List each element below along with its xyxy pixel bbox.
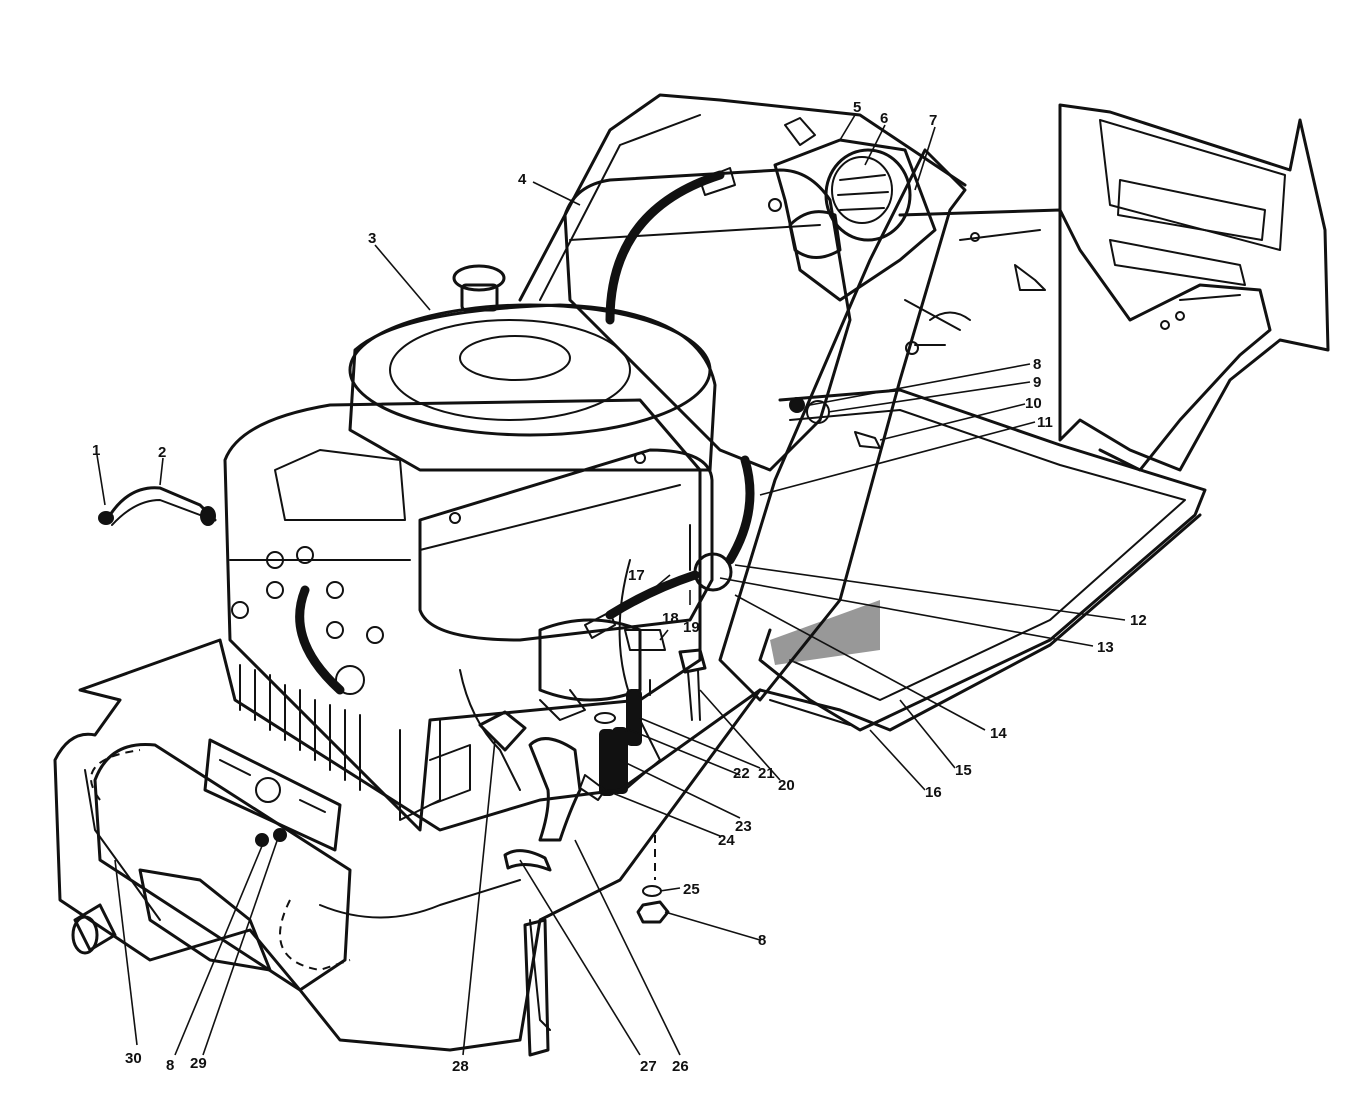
callout-label: 24 xyxy=(718,832,735,849)
callout-label: 19 xyxy=(683,619,700,636)
callout-label: 16 xyxy=(925,784,942,801)
callout-label: 30 xyxy=(125,1050,142,1067)
callout-label: 17 xyxy=(628,567,645,584)
fuel-line xyxy=(584,455,755,639)
callout-label: 3 xyxy=(368,230,376,247)
shaded-area xyxy=(770,600,880,665)
callout-label: 29 xyxy=(190,1055,207,1072)
callout-label: 23 xyxy=(735,818,752,835)
callout-label: 18 xyxy=(662,610,679,627)
callout-label: 8 xyxy=(1033,356,1041,373)
footrest-pan xyxy=(758,388,1207,732)
engine-bracket xyxy=(624,629,707,721)
callout-label: 7 xyxy=(929,112,937,129)
callout-label: 11 xyxy=(1037,414,1053,431)
callout-label: 1 xyxy=(92,442,100,459)
front-nose xyxy=(53,638,762,1057)
callout-label: 2 xyxy=(158,444,166,461)
callout-label: 14 xyxy=(990,725,1007,742)
callout-label: 4 xyxy=(518,171,527,188)
callout-label: 21 xyxy=(758,765,775,782)
dash-panel xyxy=(518,93,967,302)
callout-label: 12 xyxy=(1130,612,1147,629)
callout-label: 27 xyxy=(640,1058,657,1075)
fuel-cap-assembly xyxy=(773,138,937,302)
fuel-tank xyxy=(563,167,852,472)
rear-chassis xyxy=(898,103,1330,472)
callout-label: 10 xyxy=(1025,395,1042,412)
callout-label: 13 xyxy=(1097,639,1114,656)
exhaust-pipe xyxy=(478,710,606,872)
callout-label: 8 xyxy=(758,932,766,949)
callout-label: 26 xyxy=(672,1058,689,1075)
callout-numbers: 1 2 3 4 5 6 7 8 9 10 11 12 13 14 15 16 1… xyxy=(92,99,1147,1075)
engine xyxy=(223,264,717,832)
callout-label: 9 xyxy=(1033,374,1041,391)
callout-label: 28 xyxy=(452,1058,469,1075)
callout-label: 8 xyxy=(166,1057,174,1074)
callout-label: 5 xyxy=(853,99,861,116)
leader-lines xyxy=(96,114,1126,1056)
callout-label: 15 xyxy=(955,762,972,779)
callout-label: 25 xyxy=(683,881,700,898)
callout-label: 6 xyxy=(880,110,888,127)
callout-label: 20 xyxy=(778,777,795,794)
engine-shroud xyxy=(459,559,661,791)
callout-label: 22 xyxy=(733,765,750,782)
hardware xyxy=(98,397,881,924)
